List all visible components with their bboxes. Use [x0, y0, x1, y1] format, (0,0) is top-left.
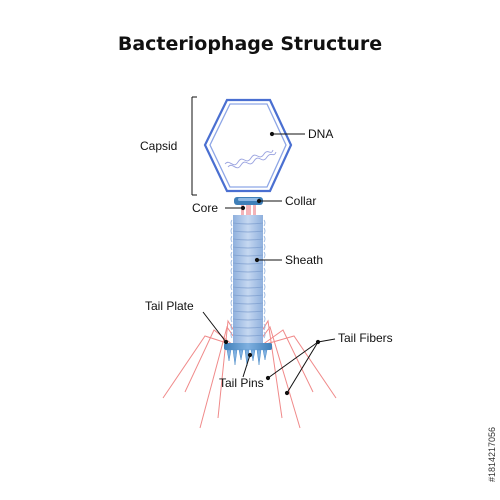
sheath-ring	[232, 246, 264, 249]
label-collar: Collar	[285, 194, 317, 208]
sheath-ring	[232, 294, 264, 297]
sheath-body	[233, 215, 263, 343]
diagram-title: Bacteriophage Structure	[117, 33, 383, 55]
tail-pins	[226, 349, 268, 367]
capsid-bracket	[191, 96, 197, 196]
sheath-ring-edge	[230, 307, 266, 315]
stock-id-text: #1814217056	[487, 426, 497, 482]
label-tail-plate: Tail Plate	[145, 299, 194, 313]
core	[241, 203, 256, 216]
label-dna: DNA	[308, 127, 334, 141]
sheath	[230, 215, 266, 343]
collar	[234, 197, 263, 205]
sheath-ring	[232, 262, 264, 265]
tail-plate	[224, 343, 272, 350]
sheath-ring-edge	[230, 323, 266, 331]
sheath-ring	[232, 270, 264, 273]
sheath-ring-edge	[230, 267, 266, 275]
sheath-ring-edge	[230, 251, 266, 259]
sheath-ring-edge	[230, 283, 266, 291]
label-tail-pins: Tail Pins	[219, 376, 264, 390]
stock-id-watermark: #1814217056	[487, 0, 499, 500]
sheath-ring	[232, 238, 264, 241]
sheath-ring-edge	[230, 291, 266, 299]
label-core: Core	[192, 201, 219, 215]
label-tail-fibers: Tail Fibers	[338, 331, 393, 345]
sheath-ring	[232, 222, 264, 225]
sheath-ring	[232, 254, 264, 257]
sheath-ring-edge	[230, 227, 266, 235]
sheath-ring-edge	[230, 259, 266, 267]
sheath-ring	[232, 318, 264, 321]
leader-lines	[202, 131, 336, 396]
sheath-ring-edge	[230, 331, 266, 339]
sheath-ring-edge	[230, 299, 266, 307]
sheath-ring	[232, 334, 264, 337]
sheath-ring	[232, 310, 264, 313]
sheath-ring-edge	[230, 235, 266, 243]
sheath-ring	[232, 326, 264, 329]
sheath-ring-edge	[230, 315, 266, 323]
capsid	[203, 98, 293, 193]
sheath-ring	[232, 230, 264, 233]
sheath-ring-edge	[230, 275, 266, 283]
sheath-ring-edge	[230, 243, 266, 251]
label-capsid: Capsid	[140, 139, 178, 153]
sheath-ring	[232, 302, 264, 305]
label-sheath: Sheath	[285, 253, 324, 267]
sheath-ring	[232, 278, 264, 281]
sheath-ring	[232, 286, 264, 289]
dna-strand	[224, 149, 277, 169]
sheath-ring-edge	[230, 219, 266, 227]
